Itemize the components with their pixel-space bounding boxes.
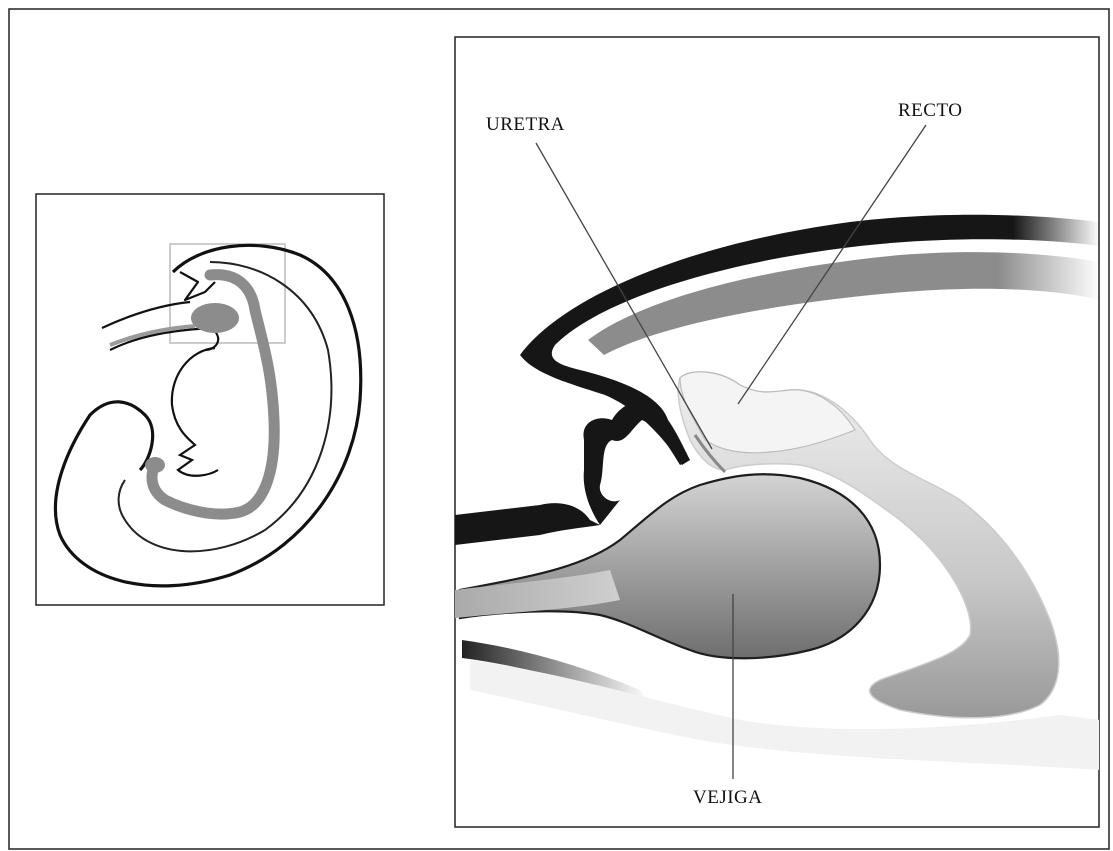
label-recto: RECTO — [898, 101, 962, 120]
label-uretra: URETRA — [486, 115, 565, 134]
overview-panel — [36, 194, 384, 605]
label-vejiga: VEJIGA — [693, 788, 763, 807]
detail-panel — [455, 37, 1100, 827]
bladder-small — [191, 303, 239, 333]
allantois-small — [145, 457, 165, 473]
